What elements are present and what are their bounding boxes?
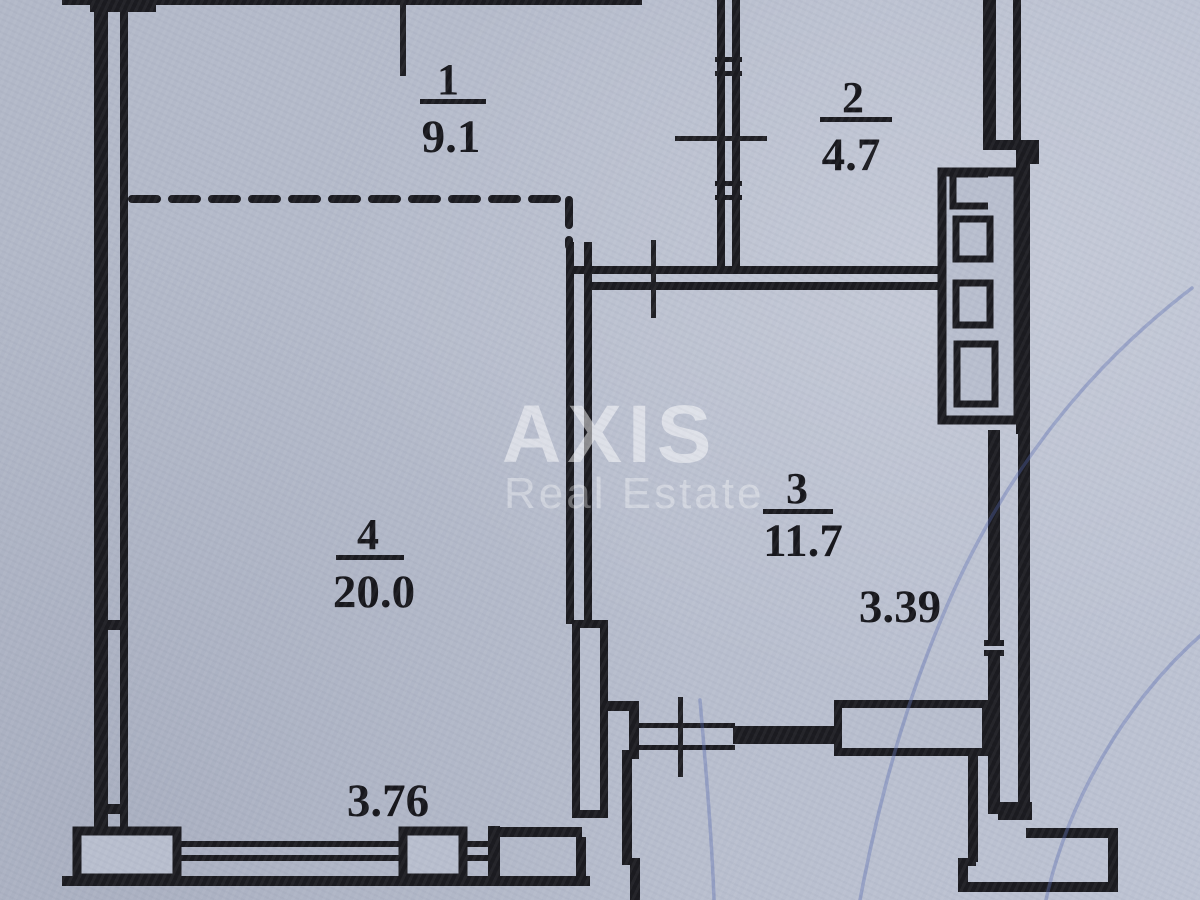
door-jamb [605,701,639,711]
dimension-tick [651,240,656,318]
right-wall [983,0,1039,814]
room-3-width-dimension: 3.39 [859,581,941,633]
room-1-underline [420,99,486,104]
wall-joint [106,804,128,814]
partition-room4-room3 [566,242,608,818]
room-2-underline [820,117,892,122]
wall-joint [984,640,1004,646]
pen-arc [1044,634,1200,900]
wall-joint [715,71,742,76]
room-2-area: 4.7 [822,129,881,181]
room-4-area: 20.0 [333,566,415,618]
balcony-right [958,752,1118,892]
wall-joint [715,57,742,62]
watermark: AXIS Real Estate [502,389,764,518]
wall-solid-bar [733,726,835,744]
window-glazing-line [466,841,490,847]
dimension-tick-top [400,0,406,76]
wall-jog [983,140,1039,150]
dimension-tick [678,697,683,777]
wall-thick-section [572,620,608,818]
wall-joint [106,620,128,630]
room-1-area: 9.1 [422,111,481,163]
window-glazing-line [174,855,402,861]
door-threshold-line [639,723,735,728]
window-pier-right [398,826,468,883]
wall-joint [984,650,1004,656]
window-glazing-line [466,855,490,861]
top-wall [62,0,642,76]
room-3-number: 3 [786,464,808,513]
room-3-underline [763,509,833,514]
wall-notch [1029,140,1039,164]
dashed-partition [128,195,573,250]
wall-joint [715,181,742,186]
partition-hall-room3 [566,240,944,318]
watermark-tagline: Real Estate [504,469,764,518]
room-2-number: 2 [842,73,864,122]
partition-room1-room2 [675,0,767,270]
window-glazing-line [174,841,402,847]
vent-shaft [937,167,1023,425]
room-4-number: 4 [357,510,379,559]
room-4-underline [336,555,404,560]
left-wall [94,4,128,882]
pen-arc [858,286,1194,900]
vent-duct [952,279,994,329]
wall-joint [715,195,742,200]
room-1-number: 1 [437,55,459,104]
pen-marks [698,286,1200,900]
loggia-bottom [622,750,640,900]
wall-hollow-section [834,700,990,756]
door-jamb [629,701,639,759]
dimension-tick [675,136,767,141]
dimension-labels: 3.39 3.76 [347,581,941,827]
pen-arc [698,698,716,900]
room-4-width-dimension: 3.76 [347,775,429,827]
watermark-brand: AXIS [502,389,717,480]
vent-duct [953,340,999,408]
vent-duct [952,215,994,263]
door-threshold-line [639,745,735,750]
balcony-door-wall [605,697,990,777]
vent-duct-open [949,170,988,210]
room-labels: 1 9.1 2 4.7 3 11.7 4 20.0 [333,55,892,618]
bottom-wall-room4-window [62,826,590,886]
room-3-area: 11.7 [763,515,843,567]
window-pier-left [72,826,182,883]
